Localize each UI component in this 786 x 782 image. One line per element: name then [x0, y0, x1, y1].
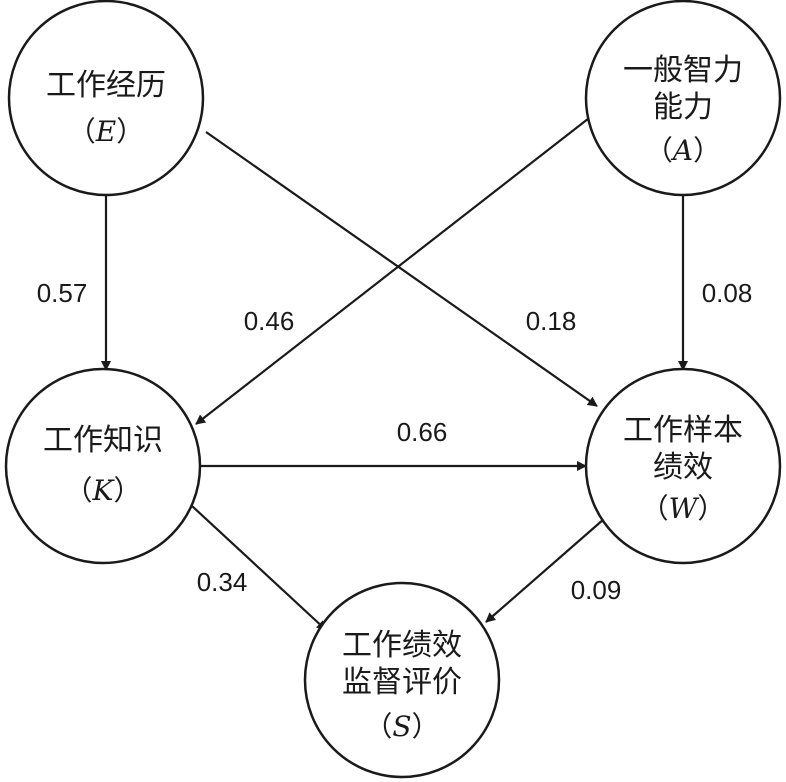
node-label: 监督评价	[342, 665, 462, 700]
edge-W-S-arrow	[485, 518, 605, 623]
node-label: 工作知识	[43, 423, 163, 458]
edge-E-K-weight: 0.57	[37, 278, 88, 308]
node-symbol: （W）	[641, 492, 726, 525]
node-job-knowledge: 工作知识 （K）	[4, 367, 202, 565]
edge-A-W-weight: 0.08	[702, 278, 753, 308]
edge-E-W-weight: 0.18	[526, 306, 577, 336]
node-label: 工作绩效	[342, 628, 462, 663]
node-work-experience: 工作经历 （E）	[7, 0, 205, 197]
node-symbol: （A）	[645, 134, 721, 167]
edge-A-K-weight: 0.46	[244, 306, 295, 336]
node-label: 工作样本	[623, 413, 743, 448]
node-label: 工作经历	[46, 68, 166, 103]
edge-A-K-arrow	[195, 114, 594, 425]
edge-E-W-arrow	[205, 131, 598, 407]
node-symbol: （E）	[68, 115, 144, 148]
edge-K-W-weight: 0.66	[397, 417, 448, 447]
node-supervisory-rating: 工作绩效 监督评价 （S）	[303, 581, 501, 779]
node-symbol: （S）	[364, 710, 439, 743]
node-work-sample-performance: 工作样本 绩效 （W）	[584, 367, 782, 565]
node-label: 一般智力	[623, 53, 743, 88]
node-general-mental-ability: 一般智力 能力 （A）	[584, 0, 782, 197]
node-label: 绩效	[653, 450, 713, 485]
edge-K-S-weight: 0.34	[197, 567, 248, 597]
edge-W-S-weight: 0.09	[571, 575, 622, 605]
node-symbol: （K）	[65, 474, 142, 507]
node-label: 能力	[653, 90, 713, 125]
edge-K-S-arrow	[191, 505, 327, 631]
